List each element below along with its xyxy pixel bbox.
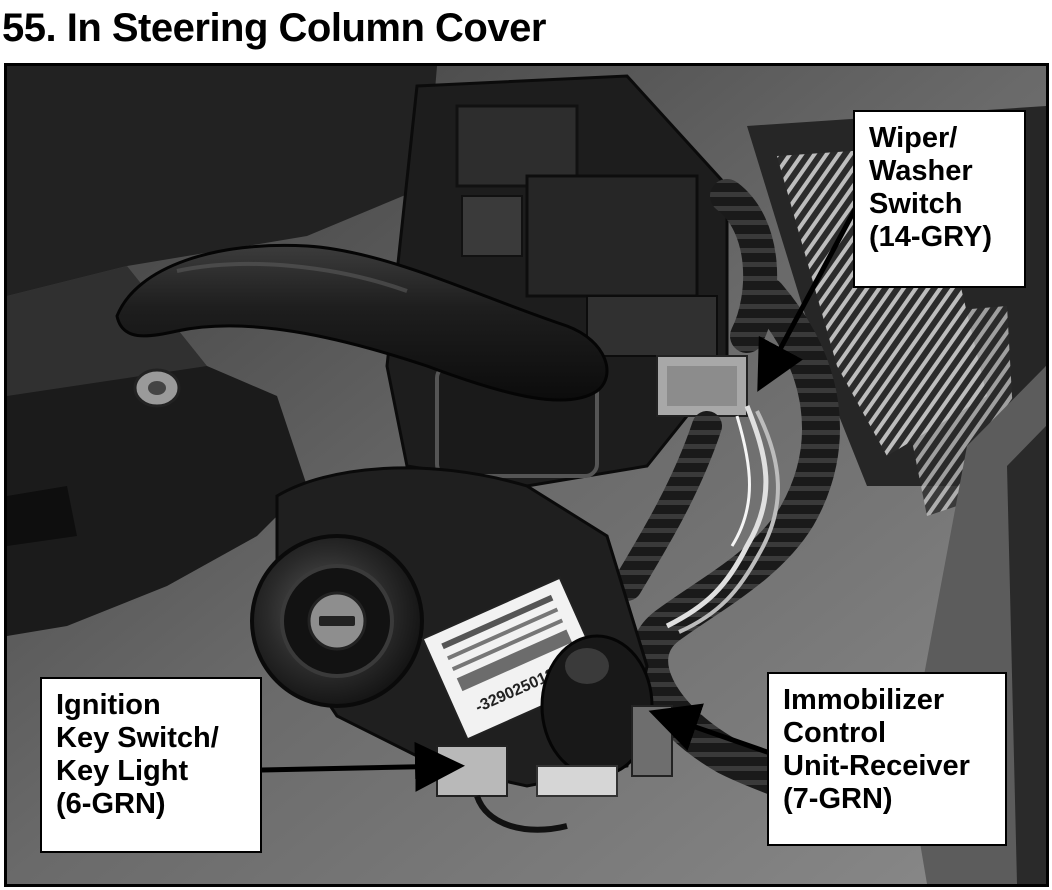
page-title: 55. In Steering Column Cover xyxy=(2,6,546,50)
callout-ignition-key-switch: Ignition Key Switch/ Key Light (6-GRN) xyxy=(40,677,262,853)
callout-immobilizer-control-unit: Immobilizer Control Unit-Receiver (7-GRN… xyxy=(767,672,1007,846)
callout-wiper-washer-switch: Wiper/ Washer Switch (14-GRY) xyxy=(853,110,1026,288)
